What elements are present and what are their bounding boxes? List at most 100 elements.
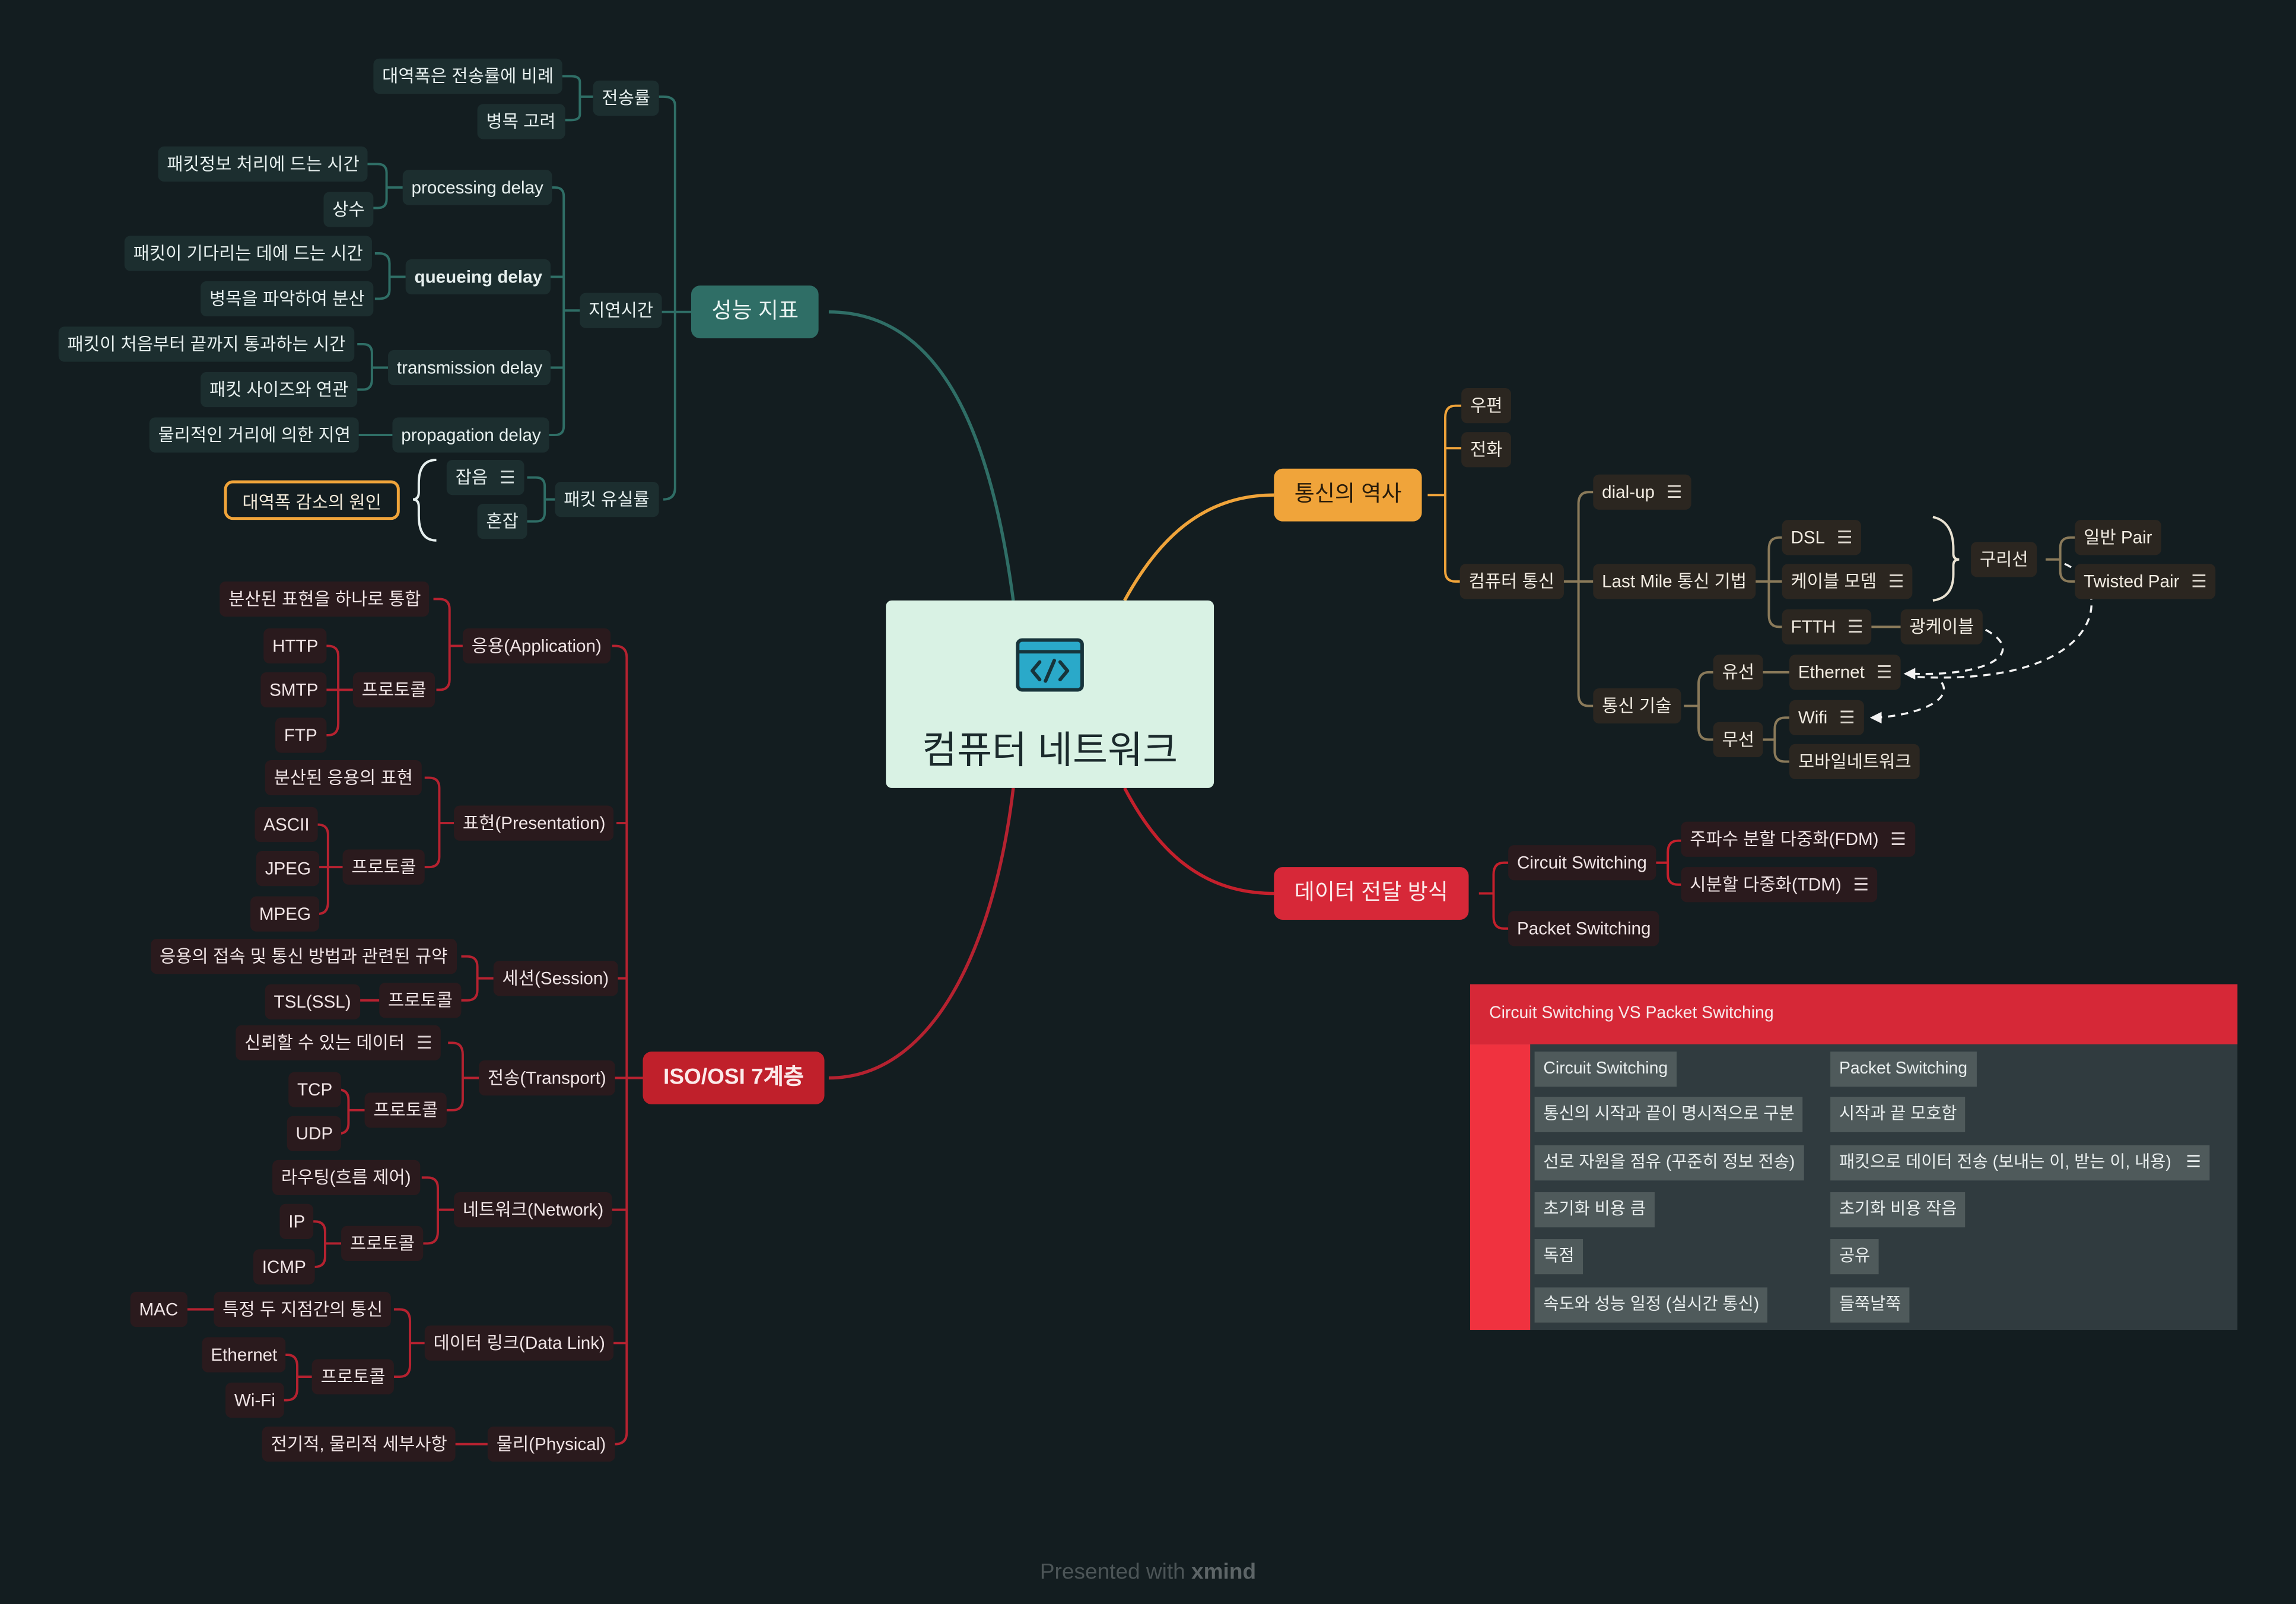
- table-cell[interactable]: Circuit Switching: [1534, 1052, 1677, 1087]
- protocol-icmp[interactable]: ICMP: [253, 1249, 315, 1285]
- presentation-protocol[interactable]: 프로토콜: [342, 849, 425, 885]
- transmission-delay-node[interactable]: transmission delay: [388, 350, 551, 386]
- application-protocol[interactable]: 프로토콜: [352, 672, 435, 708]
- comm-tech-node[interactable]: 통신 기술: [1593, 688, 1681, 724]
- protocol-wifi[interactable]: Wi-Fi: [225, 1382, 284, 1418]
- table-cell[interactable]: 초기화 비용 큼: [1534, 1192, 1655, 1228]
- mobile-network-node[interactable]: 모바일네트워크: [1789, 744, 1920, 780]
- queueing-child-1[interactable]: 패킷이 기다리는 데에 드는 시간: [124, 236, 372, 271]
- ftth-node[interactable]: FTTH ☰: [1782, 609, 1872, 644]
- performance-branch[interactable]: 성능 지표: [691, 285, 819, 339]
- transport-desc: 신뢰할 수 있는 데이터: [244, 1033, 405, 1053]
- physical-layer[interactable]: 물리(Physical): [487, 1426, 615, 1462]
- presentation-layer[interactable]: 표현(Presentation): [454, 805, 615, 841]
- protocol-mpeg[interactable]: MPEG: [250, 896, 320, 932]
- datalink-desc[interactable]: 특정 두 지점간의 통신: [214, 1291, 392, 1327]
- network-protocol[interactable]: 프로토콜: [341, 1225, 424, 1262]
- table-cell[interactable]: 독점: [1534, 1239, 1583, 1275]
- table-cell[interactable]: 공유: [1830, 1239, 1880, 1275]
- datalink-mac[interactable]: MAC: [130, 1291, 187, 1327]
- throughput-child-1[interactable]: 대역폭은 전송률에 비례: [373, 58, 562, 94]
- physical-desc[interactable]: 전기적, 물리적 세부사항: [262, 1426, 456, 1462]
- session-protocol[interactable]: 프로토콜: [379, 983, 462, 1018]
- network-layer[interactable]: 네트워크(Network): [454, 1192, 613, 1228]
- computer-comm-node[interactable]: 컴퓨터 통신: [1459, 564, 1563, 599]
- cable-modem-node[interactable]: 케이블 모뎀☰: [1782, 564, 1913, 599]
- ethernet-node[interactable]: Ethernet☰: [1789, 655, 1901, 690]
- protocol-ethernet[interactable]: Ethernet: [202, 1337, 287, 1373]
- copper-node[interactable]: 구리선: [1971, 542, 2037, 577]
- application-desc[interactable]: 분산된 표현을 하나로 통합: [220, 581, 430, 617]
- ftth-label: FTTH: [1791, 617, 1836, 637]
- processing-child-1[interactable]: 패킷정보 처리에 드는 시간: [158, 146, 368, 182]
- normal-pair-node[interactable]: 일반 Pair: [2075, 520, 2161, 555]
- osi-branch[interactable]: ISO/OSI 7계층: [643, 1052, 825, 1104]
- tdm-node[interactable]: 시분할 다중화(TDM)☰: [1681, 867, 1878, 903]
- table-cell[interactable]: 선로 자원을 점유 (꾸준히 정보 전송): [1534, 1145, 1804, 1181]
- packet-loss-node[interactable]: 패킷 유실률: [555, 482, 659, 517]
- propagation-child-1[interactable]: 물리적인 거리에 의한 지연: [149, 417, 360, 453]
- datalink-layer[interactable]: 데이터 링크(Data Link): [424, 1325, 614, 1361]
- table-cell[interactable]: 시작과 끝 모호함: [1830, 1097, 1966, 1132]
- transport-desc-node[interactable]: 신뢰할 수 있는 데이터☰: [236, 1025, 441, 1060]
- table-cell[interactable]: Packet Switching: [1830, 1052, 1976, 1087]
- delay-node[interactable]: 지연시간: [580, 293, 663, 328]
- table-cell[interactable]: 패킷으로 데이터 전송 (보내는 이, 받는 이, 내용)☰: [1830, 1145, 2210, 1181]
- notes-icon: ☰: [1847, 617, 1863, 637]
- transfer-branch[interactable]: 데이터 전달 방식: [1274, 867, 1469, 920]
- throughput-child-2[interactable]: 병목 고려: [477, 104, 565, 139]
- loss-summary-boundary[interactable]: 대역폭 감소의 원인: [224, 480, 400, 520]
- lastmile-node[interactable]: Last Mile 통신 기법: [1593, 564, 1756, 599]
- central-topic[interactable]: 컴퓨터 네트워크: [886, 600, 1214, 788]
- notes-icon: ☰: [1836, 527, 1853, 548]
- fdm-node[interactable]: 주파수 분할 다중화(FDM)☰: [1681, 821, 1915, 857]
- queueing-child-2[interactable]: 병목을 파악하여 분산: [201, 281, 374, 317]
- packet-switching-node[interactable]: Packet Switching: [1508, 911, 1660, 946]
- transmission-child-1[interactable]: 패킷이 처음부터 끝까지 통과하는 시간: [58, 326, 355, 362]
- transmission-child-2[interactable]: 패킷 사이즈와 연관: [201, 371, 358, 408]
- notes-icon: ☰: [1890, 828, 1906, 850]
- table-cell[interactable]: 들쭉날쭉: [1830, 1287, 1910, 1323]
- twisted-pair-node[interactable]: Twisted Pair☰: [2075, 564, 2216, 599]
- processing-child-2[interactable]: 상수: [323, 192, 374, 227]
- network-desc[interactable]: 라우팅(흐름 제어): [272, 1160, 420, 1195]
- wireless-node[interactable]: 무선: [1713, 722, 1763, 758]
- session-layer[interactable]: 세션(Session): [493, 961, 618, 996]
- comparison-table[interactable]: Circuit Switching VS Packet Switching Ci…: [1470, 984, 2238, 1330]
- datalink-protocol[interactable]: 프로토콜: [311, 1359, 395, 1395]
- propagation-delay-node[interactable]: propagation delay: [392, 417, 550, 453]
- congestion-node[interactable]: 혼잡: [477, 504, 527, 539]
- presentation-desc[interactable]: 분산된 응용의 표현: [265, 760, 422, 796]
- protocol-ascii[interactable]: ASCII: [255, 806, 319, 843]
- notes-icon: ☰: [499, 467, 516, 488]
- queueing-delay-node[interactable]: queueing delay: [405, 259, 551, 295]
- post-node[interactable]: 우편: [1461, 388, 1512, 424]
- dsl-node[interactable]: DSL☰: [1782, 520, 1862, 555]
- protocol-ftp[interactable]: FTP: [275, 717, 326, 753]
- protocol-http[interactable]: HTTP: [263, 628, 327, 664]
- protocol-ip[interactable]: IP: [279, 1203, 314, 1240]
- noise-node[interactable]: 잡음☰: [446, 459, 524, 496]
- phone-node[interactable]: 전화: [1461, 432, 1512, 468]
- circuit-switching-node[interactable]: Circuit Switching: [1508, 845, 1656, 881]
- fiber-node[interactable]: 광케이블: [1900, 609, 1983, 644]
- transport-layer[interactable]: 전송(Transport): [479, 1060, 615, 1096]
- session-desc[interactable]: 응용의 접속 및 통신 방법과 관련된 규약: [151, 939, 457, 974]
- transport-protocol[interactable]: 프로토콜: [364, 1092, 447, 1128]
- protocol-udp[interactable]: UDP: [287, 1116, 342, 1151]
- table-cell[interactable]: 속도와 성능 일정 (실시간 통신): [1534, 1287, 1769, 1323]
- protocol-tsl[interactable]: TSL(SSL): [265, 984, 360, 1019]
- protocol-jpeg[interactable]: JPEG: [256, 850, 320, 887]
- wifi-node[interactable]: Wifi☰: [1789, 700, 1864, 735]
- protocol-tcp[interactable]: TCP: [288, 1072, 342, 1107]
- history-branch[interactable]: 통신의 역사: [1274, 468, 1422, 522]
- throughput-node[interactable]: 전송률: [593, 80, 659, 116]
- table-cell[interactable]: 초기화 비용 작음: [1830, 1192, 1966, 1228]
- dialup-node[interactable]: dial-up☰: [1593, 474, 1691, 510]
- protocol-smtp[interactable]: SMTP: [260, 672, 327, 708]
- application-layer[interactable]: 응용(Application): [462, 628, 610, 664]
- wired-node[interactable]: 유선: [1713, 655, 1763, 690]
- table-cell[interactable]: 통신의 시작과 끝이 명시적으로 구분: [1534, 1097, 1804, 1132]
- processing-delay-node[interactable]: processing delay: [402, 170, 552, 205]
